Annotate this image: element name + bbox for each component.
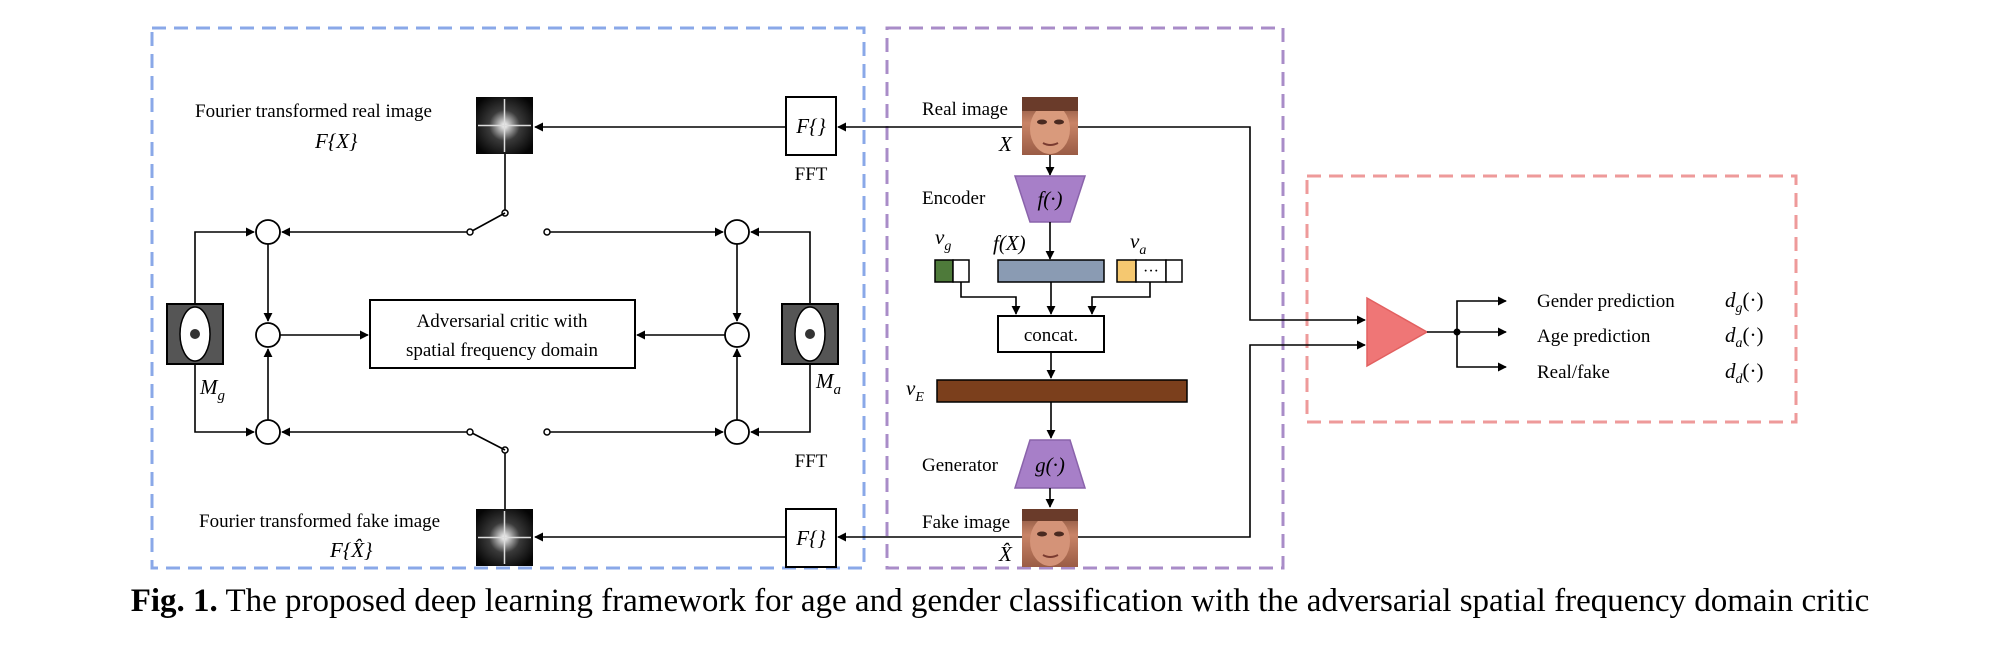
switch-top-contact-right xyxy=(543,228,551,236)
fake-image-label: Fake image xyxy=(922,512,1010,533)
fourier-fake-math: F{X̂} xyxy=(329,538,373,562)
fake-image-var: X̂ xyxy=(998,542,1013,566)
mask-a-dot xyxy=(805,329,815,339)
combiner-right-middle xyxy=(724,322,750,348)
arrow-to-realfake xyxy=(1456,332,1507,372)
caption-prefix: Fig. 1. xyxy=(130,583,218,619)
vg-vector-empty xyxy=(952,259,970,283)
wire-mask-a-top xyxy=(750,227,811,304)
wire-va-to-concat xyxy=(1087,282,1151,315)
generator-fn: g(·) xyxy=(1035,453,1065,477)
generator-region-border xyxy=(885,26,1285,570)
fourier-real-title: Fourier transformed real image xyxy=(195,101,432,122)
dg-label: dg(·) xyxy=(1725,288,1763,316)
fx-label: f(X) xyxy=(993,231,1026,255)
encoder-block xyxy=(1013,175,1087,223)
combiner-right-top xyxy=(724,219,750,245)
mask-a-label: Ma xyxy=(815,369,841,398)
switch-top-contact-left xyxy=(466,228,474,236)
va-dots: ··· xyxy=(1143,263,1159,280)
fourier-fake-title: Fourier transformed fake image xyxy=(199,511,440,532)
mask-g-label: Mg xyxy=(199,375,226,404)
switch-bottom-contact-right xyxy=(543,428,551,436)
generator-label: Generator xyxy=(922,455,999,476)
combiner-right-bottom xyxy=(724,419,750,445)
combiner-left-middle xyxy=(255,322,281,348)
concat-box xyxy=(997,315,1105,353)
combiner-left-top xyxy=(255,219,281,245)
switch-bottom-blade xyxy=(471,432,506,451)
wire-fake-to-discriminator xyxy=(1078,340,1366,538)
va-vector-filled xyxy=(1116,259,1137,283)
real-image-var: X xyxy=(998,132,1013,156)
generator-block xyxy=(1013,439,1087,489)
figure-caption: Fig. 1. The proposed deep learning frame… xyxy=(0,583,2000,620)
arrow-to-gender xyxy=(1456,296,1507,332)
encoder-fn: f(·) xyxy=(1037,187,1062,211)
age-prediction-label: Age prediction xyxy=(1537,326,1651,347)
realfake-label: Real/fake xyxy=(1537,362,1610,383)
fft-block-bottom xyxy=(785,508,837,568)
wire-mask-g-top xyxy=(194,227,255,304)
fx-feature-bar xyxy=(997,259,1105,283)
wire-mask-g-bottom xyxy=(194,364,255,437)
gender-prediction-label: Gender prediction xyxy=(1537,291,1675,312)
fourier-real-math: F{X} xyxy=(314,129,358,153)
dd-label: dd(·) xyxy=(1725,359,1763,387)
ve-label: vE xyxy=(906,376,924,405)
real-image-label: Real image xyxy=(922,99,1008,120)
mask-g-dot xyxy=(190,329,200,339)
va-label: va xyxy=(1130,229,1146,258)
discriminator-triangle xyxy=(1366,296,1429,368)
ve-vector-bar xyxy=(936,379,1188,403)
critic-box xyxy=(369,299,636,369)
concat-label: concat. xyxy=(1024,325,1078,346)
da-label: da(·) xyxy=(1725,323,1763,351)
fft-block-top xyxy=(785,96,837,156)
critic-region-border xyxy=(150,26,866,570)
framework-diagram: Fourier transformed real image F{X} F{} … xyxy=(150,26,1798,570)
critic-line1: Adversarial critic with xyxy=(417,311,588,332)
wire-real-to-discriminator xyxy=(1078,126,1366,325)
real-face-image xyxy=(1022,97,1078,155)
switch-bottom-contact-left xyxy=(466,428,474,436)
va-vector-empty xyxy=(1165,259,1183,283)
fake-face-image xyxy=(1022,509,1078,567)
caption-text: The proposed deep learning framework for… xyxy=(217,583,1870,619)
fft-block-top-label: F{} xyxy=(795,114,826,138)
fft-top-label: FFT xyxy=(795,164,828,185)
switch-top-blade xyxy=(471,212,506,232)
fft-block-bottom-label: F{} xyxy=(795,526,826,550)
vg-vector-filled xyxy=(934,259,954,283)
wire-mask-a-bottom xyxy=(750,364,811,437)
fft-bottom-label: FFT xyxy=(795,451,828,472)
encoder-label: Encoder xyxy=(922,188,986,209)
classifier-region-border xyxy=(1305,174,1798,424)
combiner-left-bottom xyxy=(255,419,281,445)
critic-line2: spatial frequency domain xyxy=(406,340,599,361)
wire-vg-to-concat xyxy=(960,282,1021,315)
vg-label: vg xyxy=(935,225,951,254)
